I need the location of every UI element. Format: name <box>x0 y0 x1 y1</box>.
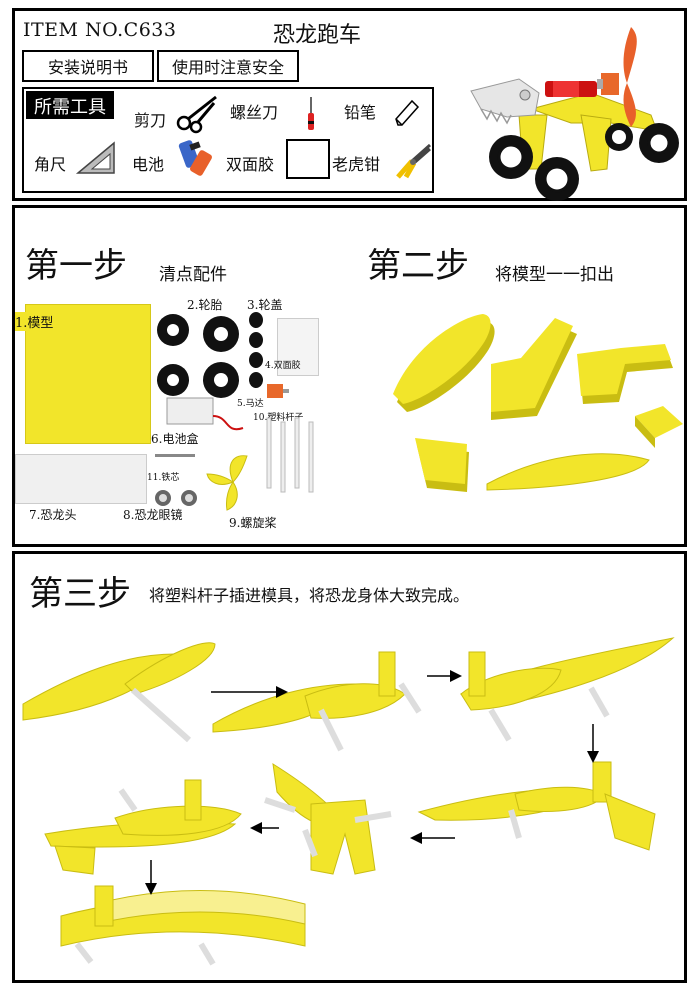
dino-car-illustration <box>470 27 679 201</box>
part-dino-goggles <box>155 490 197 506</box>
wheel-front <box>489 135 533 179</box>
foam-piece-tail <box>486 453 650 491</box>
wheel-rear-right <box>639 123 679 163</box>
part-label-motor: 5.马达 <box>237 399 264 409</box>
part-dino-head-sheet <box>15 454 147 504</box>
assembly-stage-2 <box>212 651 422 752</box>
step-3-panel: 第三步 将塑料杆子插进模具，将恐龙身体大致完成。 <box>12 551 687 983</box>
part-label-tires: 2.轮胎 <box>187 298 223 312</box>
assembly-stage-6 <box>44 779 242 875</box>
scissors-icon <box>176 95 217 134</box>
part-label-tape: 4.双面胶 <box>265 361 301 371</box>
safety-label-box: 使用时注意安全 <box>157 50 299 82</box>
foam-piece-oval <box>393 314 495 412</box>
step3-assembly-diagram <box>22 637 675 966</box>
tool-label-pliers: 老虎钳 <box>332 155 381 174</box>
tool-label-scissors: 剪刀 <box>134 111 167 130</box>
part-label-wheel-caps: 3.轮盖 <box>247 298 283 312</box>
header-panel: ITEM NO.C633 恐龙跑车 安装说明书 使用时注意安全 所需工具 剪刀 … <box>12 8 687 201</box>
assembly-stage-7 <box>60 885 306 966</box>
wheel-rear-left <box>535 157 579 201</box>
assembly-stage-1 <box>22 642 216 743</box>
part-propeller <box>206 455 248 511</box>
set-square-icon <box>75 141 115 174</box>
assembly-stage-3 <box>459 637 675 742</box>
foam-piece-bracket <box>577 344 673 404</box>
tape-icon <box>286 139 330 179</box>
step2-heading: 第二步 <box>367 246 469 286</box>
part-label-model: 1.模型 <box>15 312 54 331</box>
step3-heading: 第三步 <box>29 574 131 614</box>
tools-heading: 所需工具 <box>26 91 114 119</box>
tool-label-battery: 电池 <box>132 155 165 174</box>
assembly-stage-4 <box>417 761 656 851</box>
part-tape-sheet <box>277 318 319 376</box>
tool-label-tape: 双面胶 <box>226 155 275 174</box>
part-tires <box>157 314 239 398</box>
battery-icon <box>178 140 212 176</box>
pencil-icon <box>395 99 420 126</box>
steps-1-2-panel: 第一步 清点配件 第二步 将模型一一扣出 1.模型 2.轮胎 3.轮盖 4.双面… <box>12 205 687 547</box>
part-label-propeller: 9.螺旋桨 <box>229 516 277 530</box>
step1-subtitle: 清点配件 <box>159 265 227 285</box>
part-battery-box <box>166 397 244 431</box>
screwdriver-icon <box>308 97 314 130</box>
item-number: ITEM NO.C633 <box>23 19 177 41</box>
assembly-stage-5 <box>264 763 392 875</box>
tools-box: 所需工具 剪刀 螺丝刀 铅笔 角尺 电池 <box>22 87 434 193</box>
tool-label-pencil: 铅笔 <box>344 103 377 122</box>
pliers-icon <box>396 143 431 179</box>
part-iron-core <box>155 454 195 457</box>
product-title: 恐龙跑车 <box>273 23 362 48</box>
foam-piece-leg <box>491 318 577 420</box>
tool-label-set-square: 角尺 <box>34 155 67 174</box>
tool-label-screwdriver: 螺丝刀 <box>230 103 279 122</box>
foam-piece-block <box>635 406 683 448</box>
part-label-dino-goggles: 8.恐龙眼镜 <box>123 508 183 522</box>
manual-label-box: 安装说明书 <box>22 50 154 82</box>
step1-heading: 第一步 <box>25 246 127 286</box>
foam-piece-foot <box>415 438 469 492</box>
part-wheel-caps <box>249 312 263 388</box>
part-label-dino-head: 7.恐龙头 <box>29 508 77 522</box>
step3-subtitle: 将塑料杆子插进模具，将恐龙身体大致完成。 <box>149 586 470 605</box>
part-label-plastic-rods: 10.塑料杆子 <box>253 413 304 423</box>
part-label-battery-box: 6.电池盒 <box>151 432 199 446</box>
wheel-far <box>605 123 633 151</box>
step2-foam-pieces <box>393 314 683 492</box>
step2-subtitle: 将模型一一扣出 <box>495 265 614 285</box>
part-plastic-rods <box>266 417 314 493</box>
part-motor <box>267 384 289 398</box>
part-label-iron-core: 11.铁芯 <box>147 473 180 483</box>
